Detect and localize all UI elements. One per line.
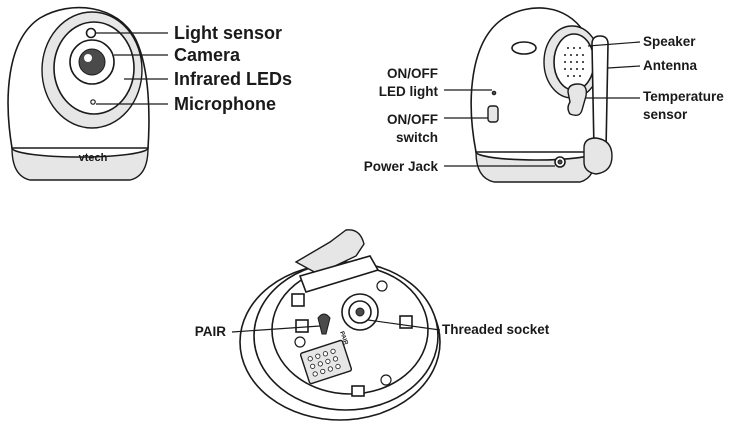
label-camera: Camera: [174, 45, 241, 65]
leader-pair: [231, 325, 321, 333]
pair-marking: PAIR: [338, 331, 349, 347]
leader-threaded-socket: [367, 319, 441, 331]
label-antenna: Antenna: [643, 58, 697, 73]
label-pair: PAIR: [195, 324, 227, 339]
leader-antenna: [607, 65, 641, 69]
label-temperature: Temperature: [643, 89, 724, 104]
label-on-off-switch-2: switch: [396, 130, 438, 145]
label-sensor: sensor: [643, 107, 688, 122]
label-light-sensor: Light sensor: [174, 23, 282, 43]
front-camera-illustration: [7, 6, 150, 181]
label-on-off-switch-1: ON/OFF: [387, 112, 438, 127]
back-camera-illustration: [470, 7, 613, 183]
label-power-jack: Power Jack: [364, 159, 439, 174]
label-speaker: Speaker: [643, 34, 696, 49]
leader-speaker: [587, 41, 641, 47]
label-infrared-leds: Infrared LEDs: [174, 69, 292, 89]
label-threaded-socket: Threaded socket: [442, 322, 550, 337]
label-on-off-led-1: ON/OFF: [387, 66, 438, 81]
bottom-camera-illustration: PAIR: [239, 229, 441, 421]
brand-logo: vtech: [79, 152, 108, 164]
label-microphone: Microphone: [174, 94, 276, 114]
label-on-off-led-2: LED light: [379, 84, 439, 99]
